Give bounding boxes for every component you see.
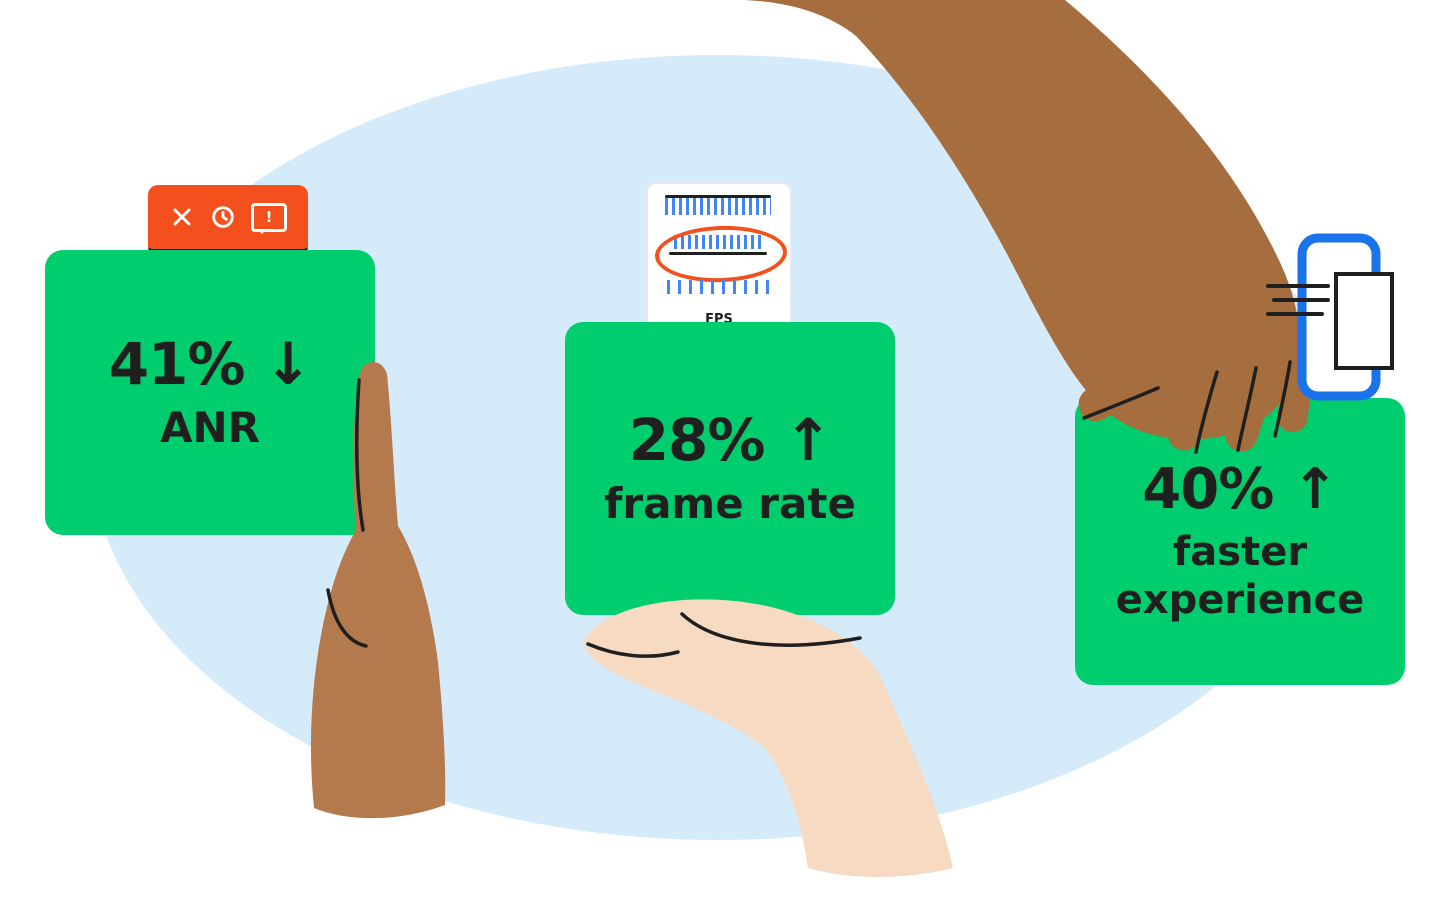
fps-meter-card: FPS: [646, 182, 792, 335]
stat-card-anr: 41% ↓ ANR: [45, 250, 375, 535]
close-icon: [173, 208, 191, 226]
stat-label-anr: ANR: [160, 402, 260, 452]
alert-bubble-text: !: [265, 207, 273, 226]
alert-bubble-icon: !: [251, 202, 287, 234]
stat-value-anr: 41% ↓: [108, 329, 313, 398]
fingers: [1167, 332, 1318, 452]
stat-card-framerate: 28% ↑ frame rate: [565, 322, 895, 615]
fps-chart-line-top: [665, 195, 771, 198]
stat-label-framerate: frame rate: [604, 478, 856, 528]
stat-card-experience: 40% ↑ faster experience: [1075, 398, 1405, 685]
fps-ticks-dense: [665, 198, 771, 215]
speed-lines: [1266, 284, 1330, 316]
fps-chart-line-mid: [669, 252, 767, 255]
stat-label-experience-1: faster: [1172, 528, 1308, 575]
right-arm: [745, 0, 1318, 454]
clock-icon: [212, 206, 234, 228]
window-rect: [1334, 272, 1394, 370]
stat-value-framerate: 28% ↑: [628, 405, 833, 474]
fps-ticks-circled: [674, 235, 764, 249]
speed-phone-icon: [1266, 233, 1394, 401]
center-hand: [584, 599, 953, 877]
left-hand: [310, 362, 446, 819]
stat-value-experience: 40% ↑: [1142, 457, 1338, 523]
stat-label-experience-2: experience: [1115, 576, 1365, 623]
thumb: [1078, 356, 1171, 422]
anr-badge: !: [148, 185, 308, 253]
fps-ticks-sparse: [667, 280, 769, 294]
